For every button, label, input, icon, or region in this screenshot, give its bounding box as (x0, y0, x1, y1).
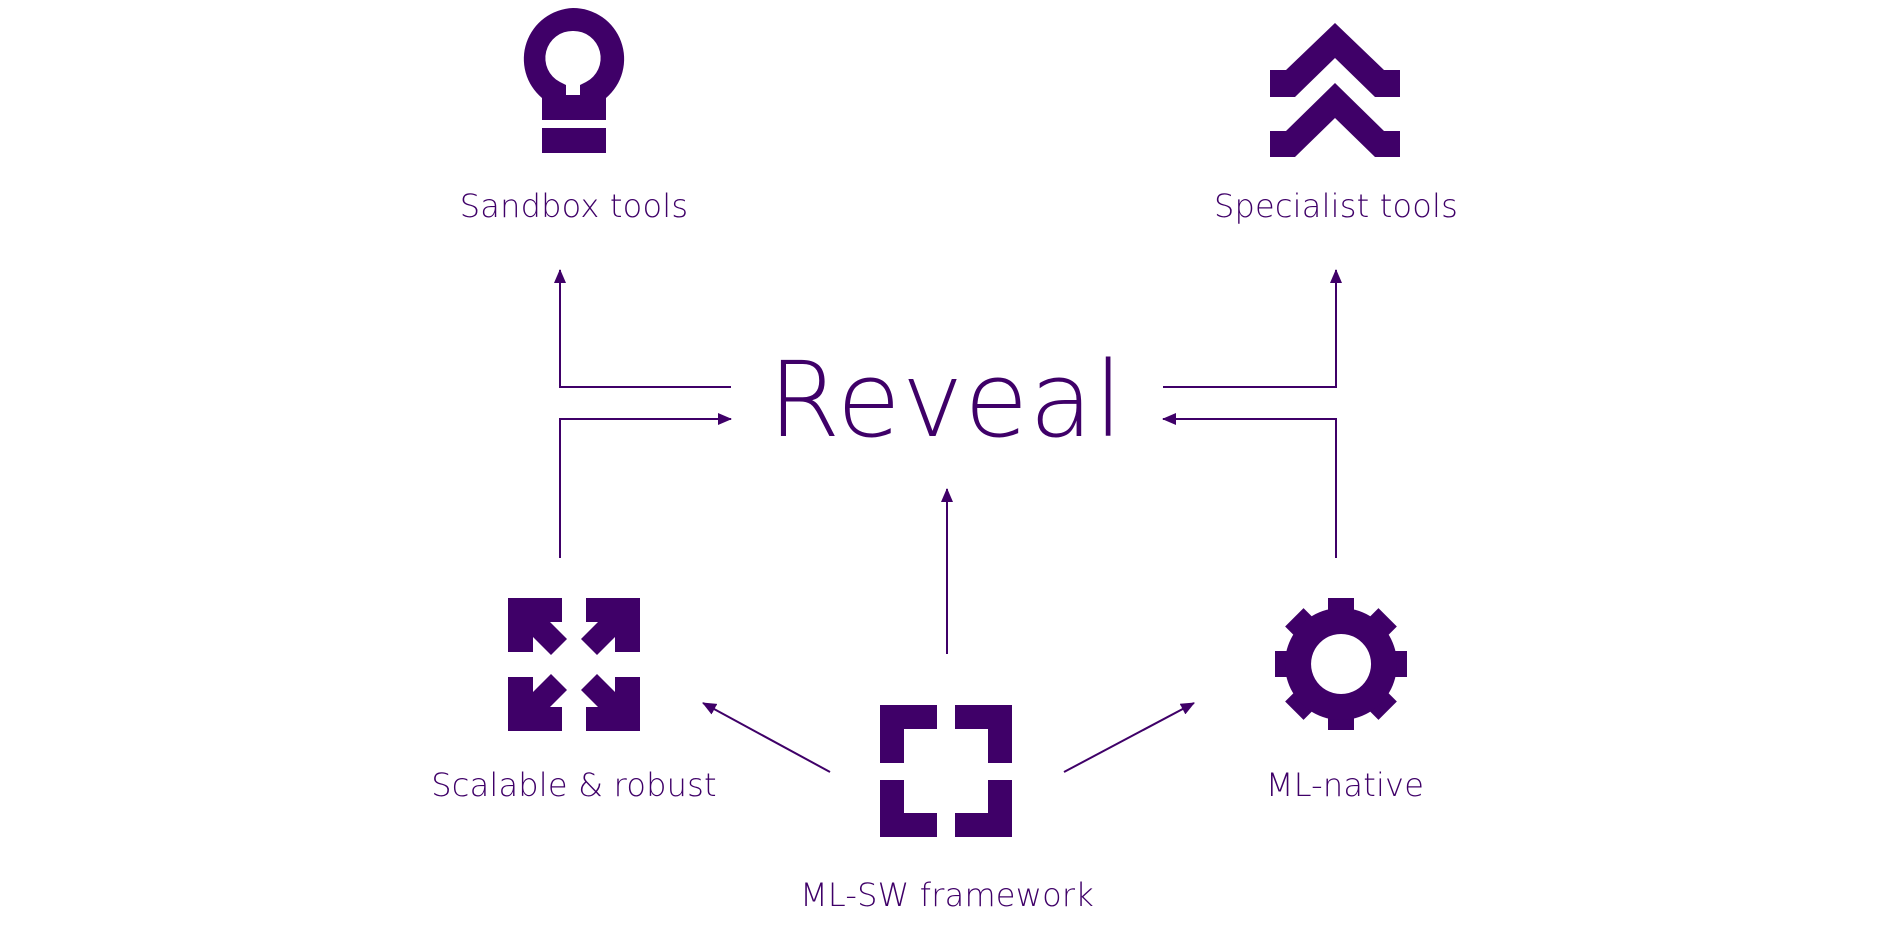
scalable-robust-label: Scalable & robust (431, 766, 717, 804)
gear-icon (1275, 598, 1407, 730)
arrow-reveal-to-sandbox (554, 269, 731, 388)
reveal-title: Reveal (768, 339, 1124, 461)
lightbulb-icon (523, 7, 625, 153)
frame-corners-icon (880, 705, 1012, 837)
specialist-tools-label: Specialist tools (1213, 187, 1459, 225)
double-chevron-up-icon (1270, 23, 1400, 157)
arrow-scalable-to-reveal (559, 413, 732, 558)
connectors (554, 269, 1342, 773)
arrow-mlnative-to-reveal (1162, 413, 1337, 558)
arrow-framework-to-scalable (702, 702, 831, 773)
ml-sw-framework-label: ML-SW framework (800, 876, 1094, 914)
ml-native-label: ML-native (1265, 766, 1425, 804)
expand-arrows-icon (508, 598, 640, 731)
sandbox-tools-label: Sandbox tools (459, 187, 689, 225)
arrow-reveal-to-specialist (1163, 269, 1342, 388)
arrow-framework-to-mlnative (1063, 702, 1195, 773)
